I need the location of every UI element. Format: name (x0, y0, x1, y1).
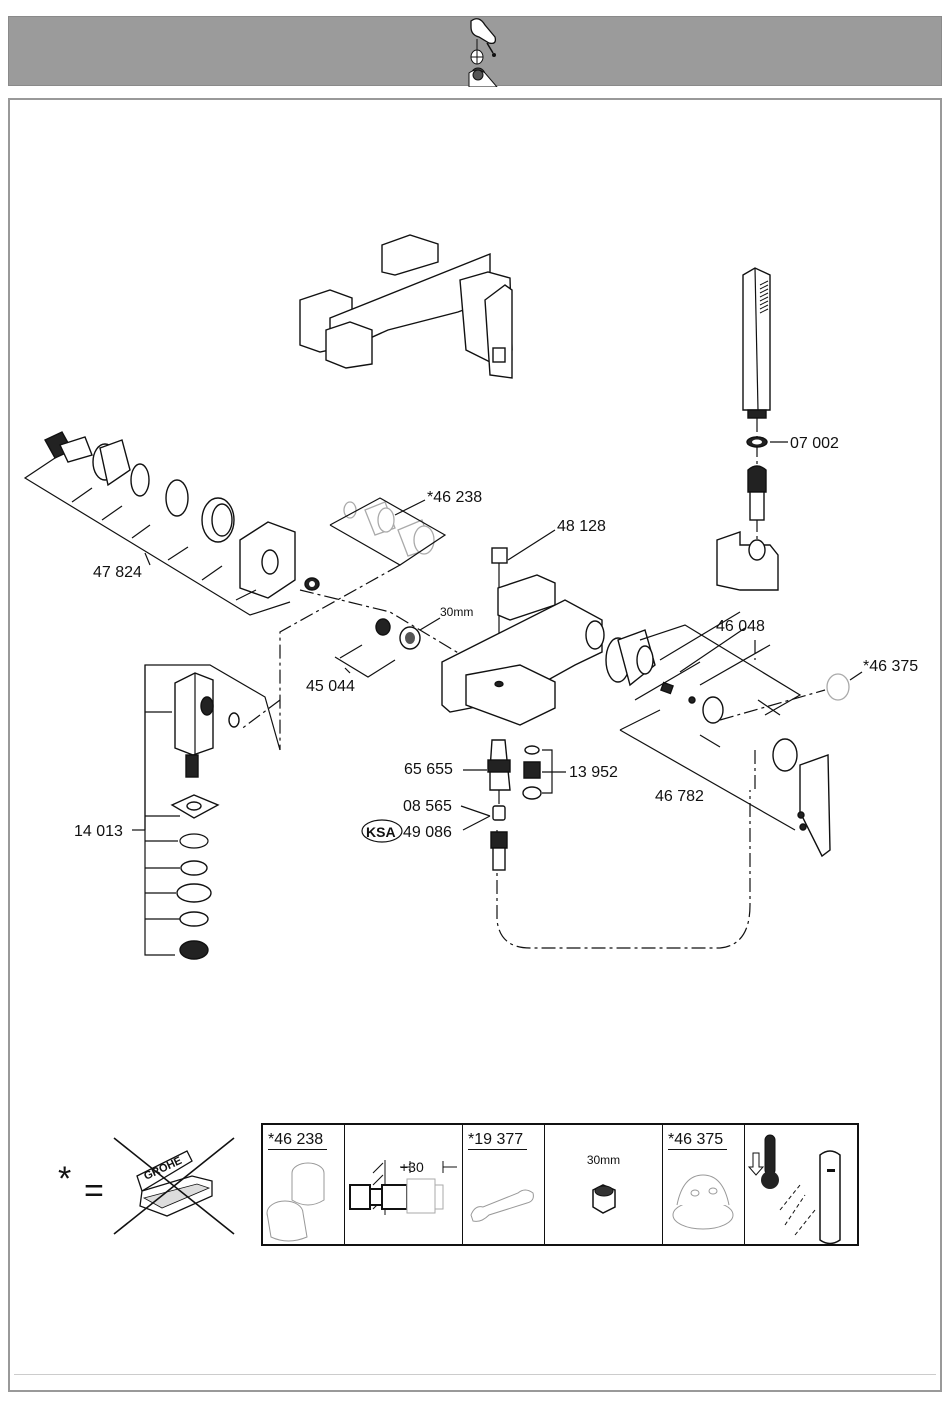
label-49-086: 49 086 (403, 824, 452, 841)
label-46-782: 46 782 (655, 788, 704, 805)
legend-cell-19-377: *19 377 (463, 1125, 545, 1244)
connection-set-illustration (23, 431, 320, 616)
vertical-connector-set-illustration (132, 664, 281, 960)
legend-text-30mm: 30mm (586, 1153, 621, 1167)
faucet-lever-cartridge-icon (468, 18, 498, 87)
extension-parts-ghost (329, 497, 447, 566)
label-45-044: 45 044 (306, 678, 355, 695)
label-46-048: 46 048 (716, 618, 765, 635)
label-47-824: 47 824 (93, 564, 142, 581)
legend-cell-extension: +30 (345, 1125, 463, 1244)
legend-cell-thermostat (745, 1125, 857, 1245)
assembled-mixer-illustration (299, 234, 513, 379)
label-46-238: *46 238 (427, 489, 482, 506)
temperature-stop-ghost (826, 671, 863, 701)
label-14-013: 14 013 (74, 823, 123, 840)
thermometer-lever-icon (747, 1134, 841, 1245)
label-13-952: 13 952 (569, 764, 618, 781)
cartridge-assembly-illustration (605, 611, 831, 858)
dimension-label: +30 (400, 1159, 424, 1175)
temperature-stop-icon (672, 1174, 734, 1230)
hand-shower-illustration (716, 267, 788, 591)
legend-cell-30mm: 30mm (545, 1125, 663, 1244)
legend-code-46-238: *46 238 (268, 1131, 328, 1150)
wrench-icon (470, 1189, 534, 1222)
flow-valve-stack-illustration (361, 739, 566, 871)
legend-cell-46-238: *46 238 (263, 1125, 345, 1244)
legend-code-19-377: *19 377 (468, 1131, 528, 1150)
nut-parts-illustration (334, 617, 441, 678)
legend-table: *46 238 +30 *19 377 30mm (261, 1123, 859, 1246)
grohe-box-crossed-icon: GROHE (113, 1137, 235, 1235)
hex-nut-icon (592, 1184, 616, 1214)
legend-cell-46-375: *46 375 (663, 1125, 745, 1244)
ksa-badge: KSA (366, 824, 396, 840)
extension-dimension-icon (349, 1160, 457, 1215)
legend-star: * (58, 1160, 72, 1198)
label-30mm: 30mm (440, 605, 473, 619)
label-46-375: *46 375 (863, 658, 918, 675)
extension-sleeves-icon (266, 1162, 325, 1242)
legend-code-46-375: *46 375 (668, 1131, 728, 1150)
mixer-body-illustration (441, 529, 605, 726)
label-07-002: 07 002 (790, 435, 839, 452)
legend-equals: = (84, 1172, 104, 1210)
footer-divider (14, 1374, 936, 1375)
header-bar (8, 16, 942, 87)
label-08-565: 08 565 (403, 798, 452, 815)
label-65-655: 65 655 (404, 761, 453, 778)
label-48-128: 48 128 (557, 518, 606, 535)
